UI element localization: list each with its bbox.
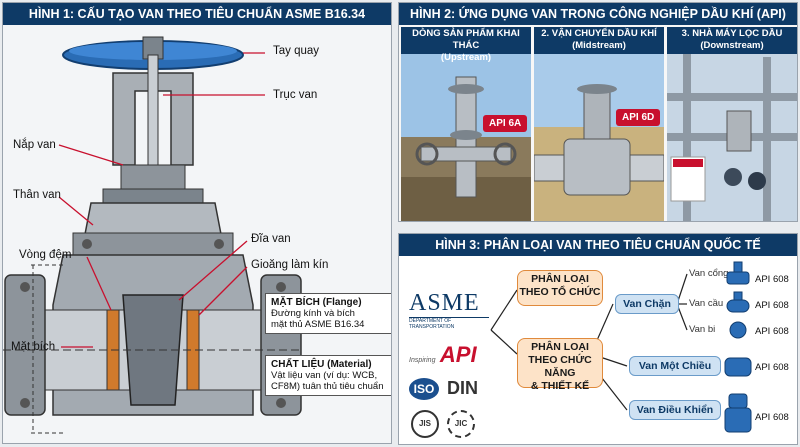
photo-upstream: DÒNG SẢN PHẨM KHAI THÁC (Upstream) API 6… [401, 27, 531, 221]
label-bonnet: Nắp van [13, 139, 56, 151]
leaf-gate-valve: Van cổng [689, 268, 729, 279]
label-flange: Mặt bích [11, 341, 56, 353]
material-info-box: CHẤT LIỆU (Material) Vật liệu van (ví dụ… [265, 355, 391, 396]
cat-func-line2: THEO CHỨC NĂNG [528, 354, 592, 379]
api-code-3: API 608 [755, 326, 789, 337]
cat-func-line3: & THIẾT KẾ [530, 380, 590, 392]
api-logo-text: API [439, 342, 477, 367]
api6a-tag: API 6A [483, 115, 528, 132]
asme-logo-subtext: DEPARTMENT OF TRANSPORTATION [409, 317, 489, 330]
jic-logo: JIC [447, 410, 475, 438]
category-by-organization: PHÂN LOẠI THEO TỔ CHỨC [517, 270, 603, 306]
asme-logo: ASME DEPARTMENT OF TRANSPORTATION [409, 290, 489, 330]
label-disc: Đĩa van [251, 233, 291, 245]
panel1-header: DÒNG SẢN PHẨM KHAI THÁC (Upstream) [401, 27, 531, 63]
material-box-title: CHẤT LIỆU (Material) [271, 359, 372, 370]
cat-org-line2: THEO TỔ CHỨC [519, 286, 601, 298]
label-body: Thân van [13, 189, 61, 201]
flange-info-box: MẶT BÍCH (Flange) Đường kính và bích mặt… [265, 293, 391, 334]
panel1-line1: DÒNG SẢN PHẨM KHAI THÁC [412, 28, 520, 51]
label-seal: Gioăng làm kín [251, 259, 329, 271]
flange-box-line2: mặt thủ ASME B16.34 [271, 319, 365, 330]
material-box-line2: CF8M) tuân thủ tiêu chuẩn [271, 381, 384, 392]
asme-logo-text: ASME [409, 290, 480, 316]
cat-func-line1: PHÂN LOẠI [531, 341, 589, 353]
sub-shutoff-valve: Van Chặn [615, 294, 679, 314]
api6d-tag: API 6D [616, 109, 661, 126]
api-logo: Inspiring API [409, 342, 489, 368]
figure3-panel: HÌNH 3: PHÂN LOẠI VAN THEO TIÊU CHUẨN QU… [398, 233, 798, 445]
api-code-1: API 608 [755, 274, 789, 285]
sub-check-valve: Van Một Chiều [629, 356, 721, 376]
yoke [112, 72, 194, 166]
api-code-4: API 608 [755, 362, 789, 373]
leaf-globe-valve: Van cầu [689, 298, 724, 309]
flange-box-title: MẶT BÍCH (Flange) [271, 297, 362, 308]
api-code-5: API 608 [755, 412, 789, 423]
din-logo: DIN [447, 378, 478, 398]
label-handwheel: Tay quay [273, 45, 320, 57]
jis-logo: JIS [411, 410, 439, 438]
figure2-title: HÌNH 2: ỨNG DỤNG VAN TRONG CÔNG NGHIỆP D… [399, 3, 797, 25]
material-box-line1: Vật liệu van (ví dụ: WCB, [271, 370, 378, 381]
figure1-panel: HÌNH 1: CẤU TẠO VAN THEO TIÊU CHUẨN ASME… [2, 2, 392, 444]
figure1-title: HÌNH 1: CẤU TẠO VAN THEO TIÊU CHUẨN ASME… [3, 3, 391, 25]
label-gasket: Vòng đệm [19, 249, 72, 261]
flange-box-line1: Đường kính và bích [271, 308, 355, 319]
photo-midstream: 2. VẬN CHUYỂN DẦU KHÍ (Midstream) API 6D [534, 27, 664, 221]
valve-icons [724, 261, 752, 433]
panel3-line1: 3. NHÀ MÁY LỌC DẦU [681, 28, 783, 39]
panel3-line2: (Downstream) [700, 40, 764, 51]
panel1-line2: (Upstream) [440, 52, 492, 63]
photo-downstream: 3. NHÀ MÁY LỌC DẦU (Downstream) [667, 27, 797, 221]
leaf-ball-valve: Van bi [689, 324, 716, 335]
cat-org-line1: PHÂN LOẠI [531, 273, 589, 285]
category-by-function: PHÂN LOẠI THEO CHỨC NĂNG & THIẾT KẾ [517, 338, 603, 392]
panel2-header: 2. VẬN CHUYỂN DẦU KHÍ (Midstream) [534, 27, 664, 54]
panel3-header: 3. NHÀ MÁY LỌC DẦU (Downstream) [667, 27, 797, 54]
sub-control-valve: Van Điều Khiển [629, 400, 721, 420]
panel2-line2: (Midstream) [572, 40, 626, 51]
left-flange [4, 274, 46, 416]
figure2-panel: HÌNH 2: ỨNG DỤNG VAN TRONG CÔNG NGHIỆP D… [398, 2, 798, 222]
api-logo-pretext: Inspiring [409, 357, 436, 364]
refinery-image [667, 27, 797, 221]
panel2-line1: 2. VẬN CHUYỂN DẦU KHÍ [541, 28, 657, 39]
figure3-title: HÌNH 3: PHÂN LOẠI VAN THEO TIÊU CHUẨN QU… [399, 234, 797, 256]
iso-logo: ISO [409, 378, 439, 400]
api-code-2: API 608 [755, 300, 789, 311]
label-stem: Trục van [273, 89, 318, 101]
